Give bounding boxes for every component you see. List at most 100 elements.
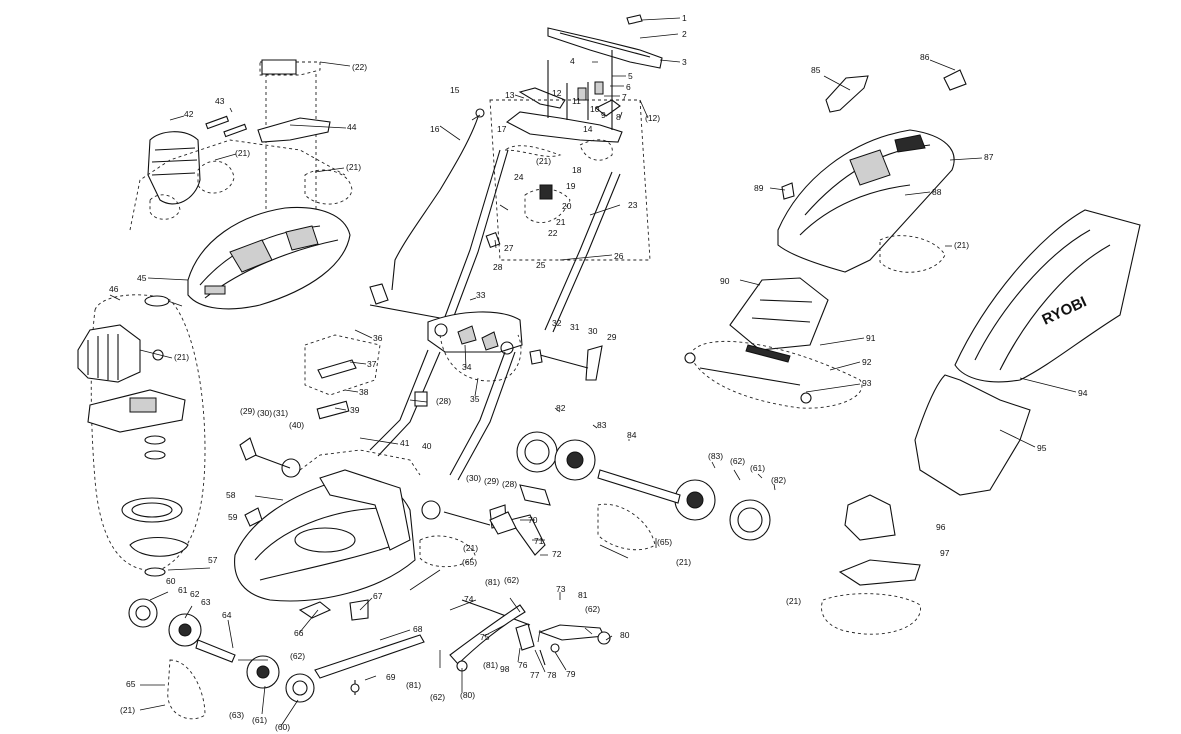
wheels: [128, 431, 771, 720]
callout-31-ref: (31): [273, 408, 288, 418]
callout-15: 15: [450, 85, 460, 95]
callout-98: 98: [500, 664, 510, 674]
callout-16: 16: [430, 124, 440, 134]
callout-62-ref-a: (62): [290, 651, 305, 661]
misc-small-parts: [239, 334, 551, 535]
callout-81-ref-b: (81): [483, 660, 498, 670]
callout-45: 45: [137, 273, 147, 283]
callout-18: 18: [572, 165, 582, 175]
callout-76: 76: [518, 660, 528, 670]
callout-81-ref-c: (81): [406, 680, 421, 690]
callout-90: 90: [720, 276, 730, 286]
callout-64: 64: [222, 610, 232, 620]
callout-33: 33: [476, 290, 486, 300]
callout-42: 42: [184, 109, 194, 119]
callout-3: 3: [682, 57, 687, 67]
callout-30-ref-a: (30): [257, 408, 272, 418]
callout-83-ref: (83): [708, 451, 723, 461]
callout-14: 14: [583, 124, 593, 134]
callout-21-switch: 21: [556, 217, 566, 227]
callout-65-ref-a: (65): [462, 557, 477, 567]
callout-95: 95: [1037, 443, 1047, 453]
callout-11: 11: [572, 96, 581, 106]
callout-24: 24: [514, 172, 524, 182]
callout-62-ref-d: (62): [585, 604, 600, 614]
callout-88: 88: [932, 187, 942, 197]
callout-62-ref-b: (62): [730, 456, 745, 466]
grass-catcher-assembly: RYOBI: [684, 69, 1141, 635]
callout-39: 39: [350, 405, 360, 415]
callout-58: 58: [226, 490, 236, 500]
callout-21-handle: (21): [536, 156, 551, 166]
callout-41: 41: [400, 438, 410, 448]
callout-78: 78: [547, 670, 557, 680]
callout-28-ref-b: (28): [502, 479, 517, 489]
callout-86: 86: [920, 52, 930, 62]
callout-83: 83: [597, 420, 607, 430]
callout-36: 36: [373, 333, 383, 343]
motor-cover-assembly: [129, 59, 353, 310]
callout-26: 26: [614, 251, 624, 261]
callout-1: 1: [682, 13, 687, 23]
callout-32: 32: [552, 318, 562, 328]
callout-34: 34: [462, 362, 472, 372]
callout-65-ref-b: (65): [657, 537, 672, 547]
callout-22: 22: [548, 228, 558, 238]
callout-12: 12: [552, 88, 562, 98]
callout-19: 19: [566, 181, 576, 191]
callout-70: 70: [528, 515, 538, 525]
mower-deck: [234, 449, 425, 695]
callout-75: 75: [480, 632, 490, 642]
callout-8: 8: [616, 112, 621, 122]
callout-5: 5: [628, 71, 633, 81]
callout-13: 13: [505, 90, 515, 100]
callout-28-ref-a: (28): [436, 396, 451, 406]
callout-35: 35: [470, 394, 480, 404]
callout-80: 80: [620, 630, 630, 640]
callout-21-bag: (21): [786, 596, 801, 606]
callout-30-ref-b: (30): [466, 473, 481, 483]
callout-labels: 1 2 3 4 5 6 7 8 9 10 11 12 (12) 13 14 15…: [109, 13, 1088, 732]
callout-84: 84: [627, 430, 637, 440]
callout-9: 9: [601, 110, 606, 120]
callout-79: 79: [566, 669, 576, 679]
callout-23: 23: [628, 200, 638, 210]
callout-62-ref-e: (62): [430, 692, 445, 702]
callout-30: 30: [588, 326, 598, 336]
callout-44: 44: [347, 122, 357, 132]
callout-21-motor: (21): [174, 352, 189, 362]
callout-81-ref-a: (81): [485, 577, 500, 587]
callout-63-ref: (63): [229, 710, 244, 720]
callout-61: 61: [178, 585, 188, 595]
callout-12-ref: (12): [645, 113, 660, 123]
callout-87: 87: [984, 152, 994, 162]
callout-71: 71: [534, 536, 544, 546]
callout-72: 72: [552, 549, 562, 559]
callout-31: 31: [570, 322, 580, 332]
callout-96: 96: [936, 522, 946, 532]
callout-65: 65: [126, 679, 136, 689]
callout-38: 38: [359, 387, 369, 397]
callout-37: 37: [367, 359, 377, 369]
callout-59: 59: [228, 512, 238, 522]
callout-21-wheel: (21): [120, 705, 135, 715]
callout-82: 82: [556, 403, 566, 413]
callout-62: 62: [190, 589, 200, 599]
callout-40: 40: [422, 441, 432, 451]
callout-21-rear: (21): [676, 557, 691, 567]
callout-74: 74: [464, 594, 474, 604]
callout-21-cover-b: (21): [346, 162, 361, 172]
callout-4: 4: [570, 56, 575, 66]
motor-assembly: [77, 294, 206, 577]
callout-7: 7: [622, 92, 627, 102]
callout-92: 92: [862, 357, 872, 367]
callout-97: 97: [940, 548, 950, 558]
callout-80-ref: (80): [460, 690, 475, 700]
callout-69: 69: [386, 672, 396, 682]
callout-21-chute: (21): [954, 240, 969, 250]
callout-21-cover-a: (21): [235, 148, 250, 158]
callout-77: 77: [530, 670, 540, 680]
callout-94: 94: [1078, 388, 1088, 398]
callout-81: 81: [578, 590, 588, 600]
callout-46: 46: [109, 284, 119, 294]
